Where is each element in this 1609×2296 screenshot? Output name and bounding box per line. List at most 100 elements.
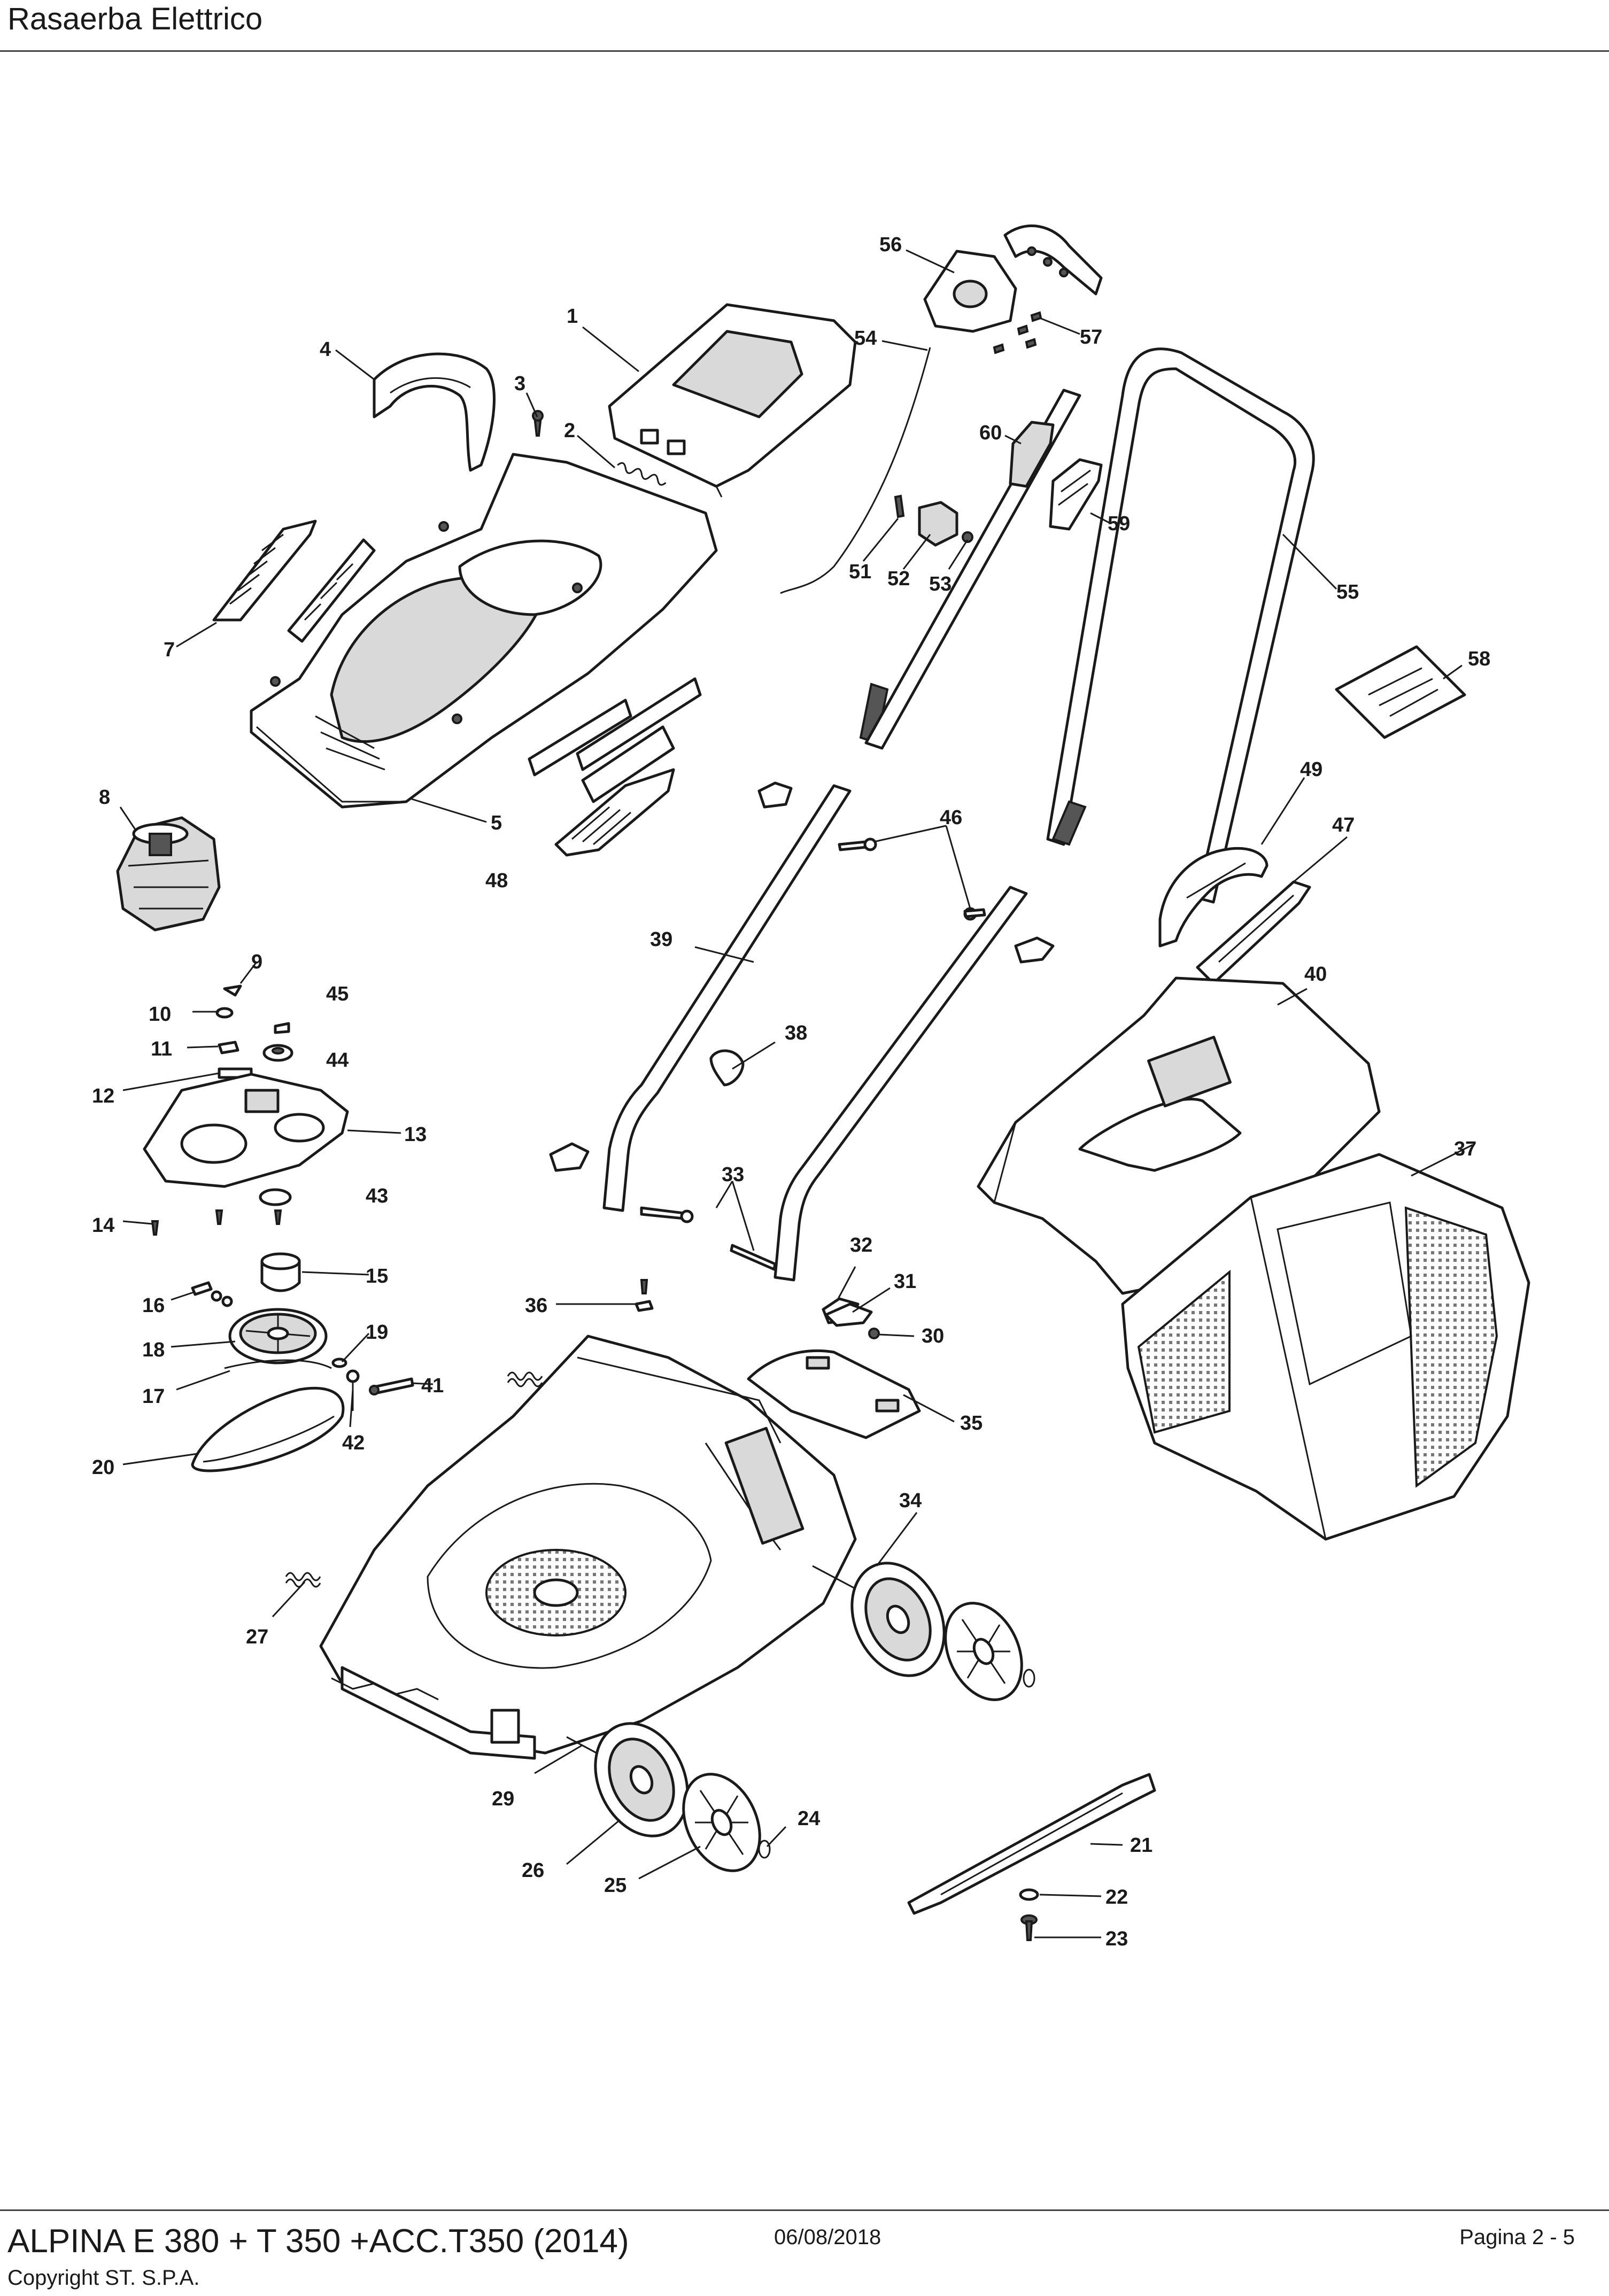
part-3-screw <box>532 410 544 437</box>
part-39-lower-handle-right <box>773 886 1028 1282</box>
footer-page-number: Pagina 2 - 5 <box>1459 2225 1575 2249</box>
label-56: 56 <box>879 234 902 256</box>
label-58: 58 <box>1468 648 1490 670</box>
part-8-motor <box>116 816 221 932</box>
part-43-bearing <box>259 1188 292 1206</box>
part-10-nut <box>215 1007 234 1019</box>
label-29: 29 <box>492 1788 514 1810</box>
footer-divider <box>0 2209 1609 2211</box>
part-25-front-wheel-right <box>682 1773 761 1872</box>
header-divider <box>0 50 1609 52</box>
label-60: 60 <box>979 422 1002 444</box>
label-44: 44 <box>326 1049 349 1072</box>
label-13: 13 <box>404 1123 427 1146</box>
part-38-cable-clip <box>709 1049 745 1087</box>
label-3: 3 <box>514 373 525 395</box>
part-11-clip <box>218 1041 239 1054</box>
part-58-hardware-bag <box>1335 645 1466 739</box>
part-5-motor-hood <box>250 453 718 809</box>
part-18-large-pulley <box>228 1308 328 1364</box>
part-deck-chassis <box>319 1335 857 1760</box>
part-52-clamp <box>918 501 958 547</box>
part-30-nut <box>868 1328 880 1339</box>
label-23: 23 <box>1105 1928 1128 1950</box>
label-53: 53 <box>929 573 952 595</box>
part-spring-2 <box>507 1371 543 1387</box>
label-59: 59 <box>1108 513 1130 535</box>
label-24: 24 <box>798 1808 820 1830</box>
part-46-handle-bolts <box>838 837 986 921</box>
label-51: 51 <box>849 561 871 583</box>
part-15-pulley-hub <box>260 1252 301 1292</box>
part-rear-wheel-washer <box>1023 1669 1035 1688</box>
label-1: 1 <box>567 305 578 328</box>
part-7-side-grille <box>212 519 317 622</box>
part-36-clip <box>635 1279 654 1312</box>
part-number-labels: 1 2 3 4 5 7 8 9 10 11 12 13 14 15 16 17 … <box>92 234 1490 1950</box>
label-36: 36 <box>525 1294 547 1317</box>
label-4: 4 <box>320 338 331 361</box>
label-43: 43 <box>366 1185 388 1207</box>
part-49-grip-handle <box>1158 847 1268 948</box>
part-39-lower-handle-left <box>602 784 852 1212</box>
label-15: 15 <box>366 1265 388 1287</box>
part-57-screws <box>993 311 1042 354</box>
label-2: 2 <box>564 420 575 442</box>
label-41: 41 <box>421 1375 444 1397</box>
part-56-switch-box <box>923 224 1103 333</box>
label-45: 45 <box>326 983 349 1005</box>
part-13-motor-plate <box>143 1073 349 1188</box>
document-title: Rasaerba Elettrico <box>7 2 263 36</box>
label-20: 20 <box>92 1456 114 1479</box>
label-22: 22 <box>1105 1886 1128 1909</box>
label-16: 16 <box>142 1294 165 1317</box>
footer-copyright: Copyright ST. S.P.A. <box>7 2266 200 2290</box>
label-42: 42 <box>342 1432 365 1454</box>
part-45-small-clip <box>274 1022 290 1034</box>
part-26-front-wheel-left <box>594 1722 689 1837</box>
part-37-grassbox-body <box>1121 1153 1530 1541</box>
part-40-grassbox-top <box>977 976 1381 1295</box>
label-48: 48 <box>485 870 508 892</box>
label-30: 30 <box>922 1325 944 1347</box>
label-40: 40 <box>1304 963 1327 986</box>
part-22-washer <box>1019 1888 1039 1901</box>
part-34-rear-wheel-right <box>944 1602 1023 1701</box>
part-23-blade-bolt <box>1020 1914 1038 1941</box>
leader-lines <box>119 249 1473 1938</box>
part-44-bearing <box>262 1044 293 1062</box>
label-14: 14 <box>92 1214 114 1237</box>
label-32: 32 <box>850 1234 872 1256</box>
part-21-blade <box>907 1773 1156 1915</box>
label-57: 57 <box>1080 326 1102 348</box>
label-8: 8 <box>99 786 110 809</box>
part-55-upper-handle <box>859 347 1315 904</box>
part-17-belt <box>224 1359 332 1369</box>
label-25: 25 <box>604 1874 626 1897</box>
label-33: 33 <box>722 1163 744 1186</box>
part-33-handle-bolts <box>640 1206 777 1271</box>
part-16-key <box>191 1281 233 1307</box>
label-47: 47 <box>1332 814 1355 836</box>
footer-model: ALPINA E 380 + T 350 +ACC.T350 (2014) <box>7 2223 629 2260</box>
part-14-screws <box>151 1209 282 1236</box>
label-35: 35 <box>960 1412 983 1434</box>
part-2-spring <box>617 462 667 486</box>
label-31: 31 <box>894 1270 916 1293</box>
part-31-bracket <box>824 1302 873 1327</box>
part-24-circlip <box>758 1840 771 1859</box>
part-53-nut <box>962 531 973 543</box>
part-51-screw <box>894 494 905 518</box>
part-4-carry-handle <box>373 352 496 472</box>
label-21: 21 <box>1130 1834 1152 1857</box>
label-10: 10 <box>149 1003 171 1026</box>
label-5: 5 <box>491 812 502 834</box>
part-7b-side-strip <box>287 538 376 643</box>
part-48-ventilation-strips <box>528 677 702 857</box>
label-12: 12 <box>92 1085 114 1107</box>
footer-date: 06/08/2018 <box>774 2225 881 2249</box>
label-26: 26 <box>522 1859 544 1882</box>
part-54-cable <box>780 347 931 594</box>
label-27: 27 <box>246 1626 268 1648</box>
